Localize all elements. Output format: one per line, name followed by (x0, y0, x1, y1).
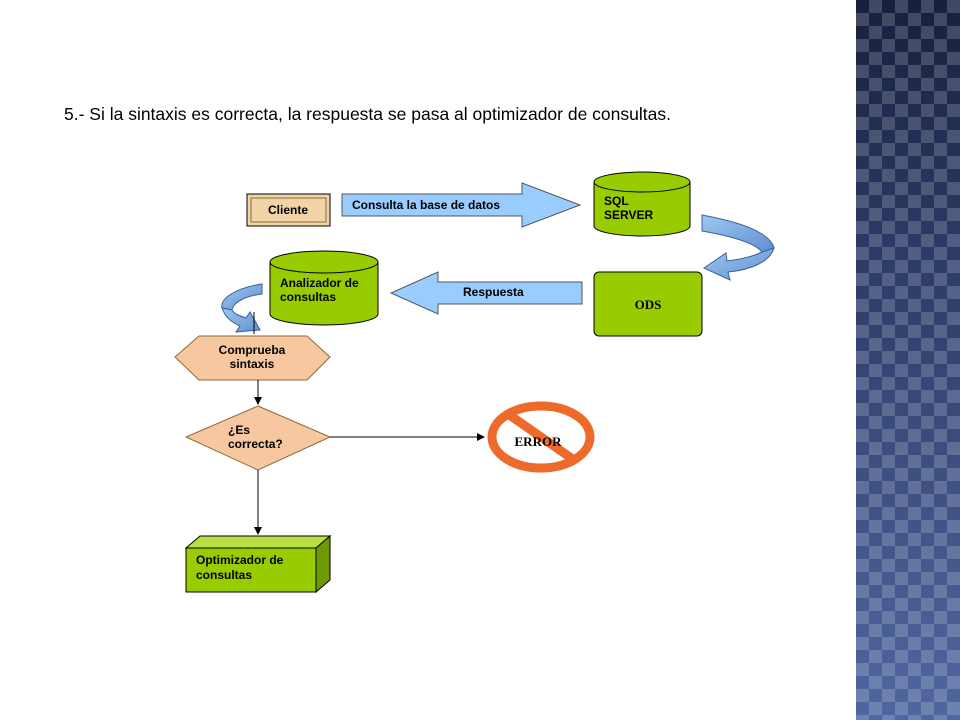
respuesta-arrow: Respuesta (389, 271, 583, 315)
error-prohibition-icon: ERROR (487, 401, 595, 473)
optimizador-box: Optimizador de consultas (184, 534, 332, 594)
respuesta-arrow-label: Respuesta (463, 285, 524, 299)
sql-server-label-1: SQL (604, 194, 629, 208)
optimizador-label-2: consultas (196, 568, 252, 582)
error-label: ERROR (515, 434, 563, 449)
cliente-box: Cliente (246, 193, 331, 227)
curved-arrow-to-ods (701, 214, 775, 281)
analizador-label-1: Analizador de (280, 276, 359, 290)
ods-box: ODS (593, 271, 703, 337)
comprueba-label-1: Comprueba (219, 343, 286, 357)
cliente-label: Cliente (268, 203, 308, 217)
consulta-arrow: Consulta la base de datos (341, 182, 582, 228)
es-correcta-label-2: correcta? (228, 437, 283, 451)
optimizador-label-1: Optimizador de (196, 553, 284, 567)
consulta-arrow-label: Consulta la base de datos (352, 198, 500, 212)
decorative-side-panel (856, 0, 960, 720)
sql-server-label-2: SERVER (604, 208, 653, 222)
es-correcta-diamond: ¿Es correcta? (184, 405, 332, 471)
ods-label: ODS (635, 297, 662, 312)
sql-server-cylinder: SQL SERVER (593, 171, 691, 237)
comprueba-hexagon: Comprueba sintaxis (174, 335, 331, 381)
analizador-label-2: consultas (280, 290, 336, 304)
slide-text: 5.- Si la sintaxis es correcta, la respu… (64, 104, 671, 124)
comprueba-label-2: sintaxis (230, 357, 275, 371)
flow-diagram: Cliente Consulta la base de datos SQL SE… (174, 171, 775, 594)
analizador-cylinder: Analizador de consultas (269, 250, 379, 326)
curved-arrow-to-comprueba (221, 283, 263, 334)
es-correcta-label-1: ¿Es (228, 423, 250, 437)
